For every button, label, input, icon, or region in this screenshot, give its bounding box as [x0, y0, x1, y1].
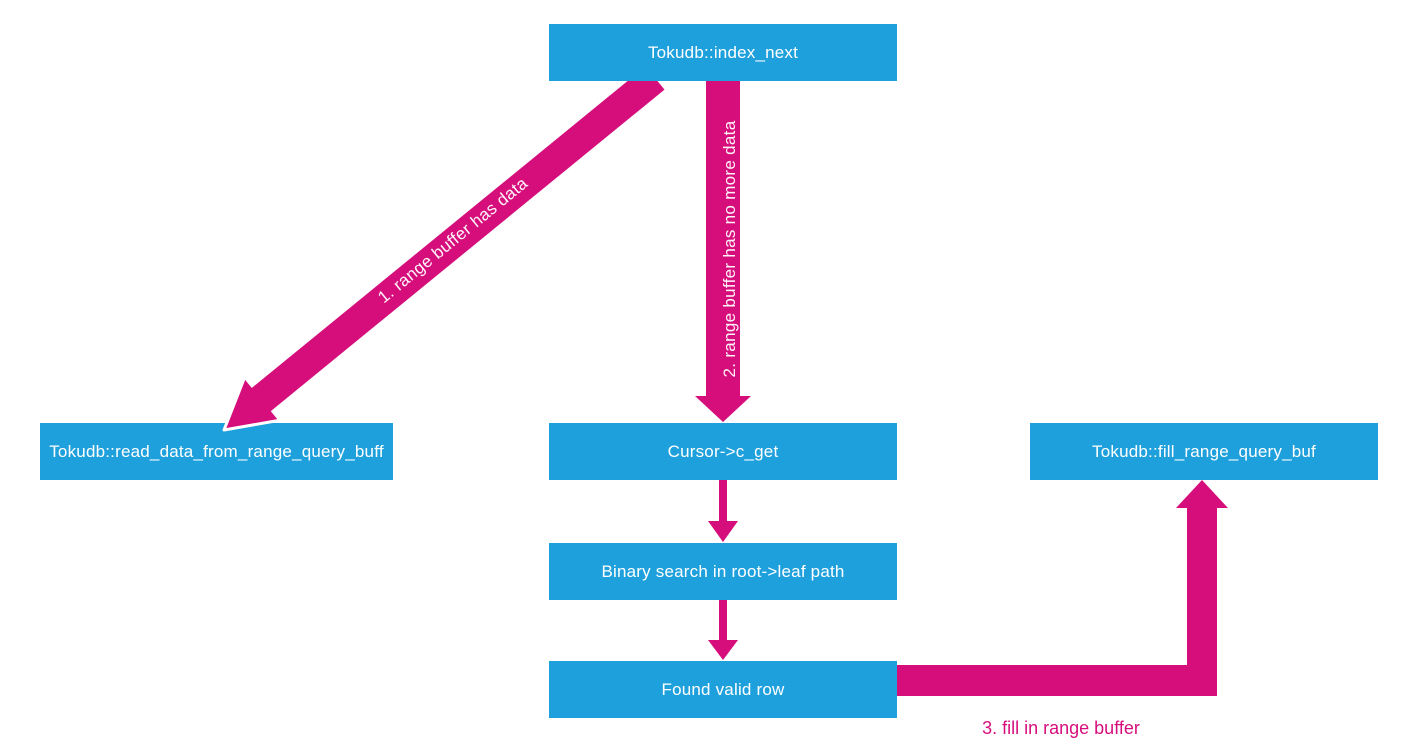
node-found-valid-row-label: Found valid row [661, 679, 785, 699]
node-binary-search-label: Binary search in root->leaf path [601, 561, 845, 581]
node-index-next: Tokudb::index_next [549, 24, 897, 81]
node-index-next-label: Tokudb::index_next [647, 42, 799, 62]
edge-range-buffer-has-data-arrow [224, 66, 665, 431]
edge-binary-search-to-found-row-arrow [708, 600, 738, 660]
node-read-data-from-range-query-buff: Tokudb::read_data_from_range_query_buff [40, 423, 393, 480]
node-found-valid-row: Found valid row [549, 661, 897, 718]
edge-fill-in-range-buffer-arrow [897, 480, 1228, 696]
edge-cursor-to-binary-search-arrow [708, 480, 738, 542]
node-read-data-label: Tokudb::read_data_from_range_query_buff [49, 441, 384, 461]
edge-label-range-buffer-has-data: 1. range buffer has data [374, 173, 531, 307]
edge-range-buffer-no-more-data-arrow [695, 81, 751, 422]
node-fill-range-label: Tokudb::fill_range_query_buf [1092, 441, 1316, 461]
node-cursor-c-get-label: Cursor->c_get [667, 441, 779, 461]
edge-range-buffer-has-data-arrowhead-outline [222, 377, 280, 432]
edge-label-fill-in-range-buffer: 3. fill in range buffer [982, 718, 1140, 738]
node-cursor-c-get: Cursor->c_get [549, 423, 897, 480]
node-binary-search: Binary search in root->leaf path [549, 543, 897, 600]
edge-label-range-buffer-no-more-data: 2. range buffer has no more data [720, 120, 739, 377]
node-fill-range-query-buf: Tokudb::fill_range_query_buf [1030, 423, 1378, 480]
edge-range-buffer-has-data-arrowhead [224, 378, 279, 430]
